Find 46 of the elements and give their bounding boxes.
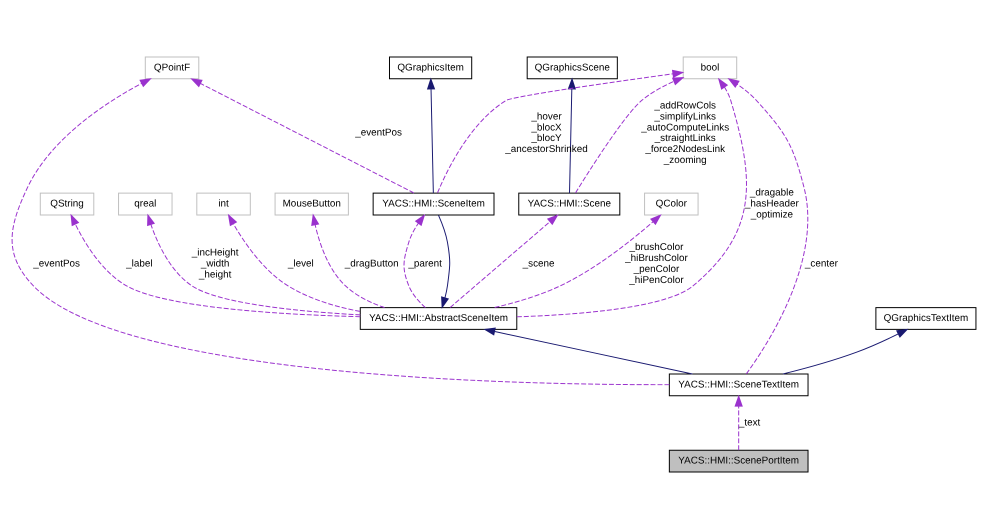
arrow <box>437 70 684 194</box>
arrow <box>483 328 693 374</box>
arrow <box>516 78 747 318</box>
node-box: QGraphicsScene <box>526 56 618 80</box>
arrow <box>782 328 909 374</box>
edge-label: _dragButton <box>344 258 399 270</box>
node-box: MouseButton <box>274 192 349 216</box>
node-box: bool <box>682 56 738 80</box>
arrow <box>70 214 361 318</box>
arrow <box>568 78 576 194</box>
arrow <box>734 394 743 451</box>
node-box: YACS::HMI::SceneTextItem <box>668 373 809 396</box>
node-box: int <box>196 192 251 216</box>
edge-label: _addRowCols _simplifyLinks _autoComputeLinks _straightLinks _force2NodesLink _zooming <box>641 100 730 166</box>
arrow <box>311 214 386 308</box>
arrow <box>727 78 808 374</box>
arrow <box>450 214 559 308</box>
node-box: YACS::HMI::AbstractSceneItem <box>360 307 518 330</box>
arrow <box>228 214 360 312</box>
edge-label: _eventPos <box>33 258 80 270</box>
edge-label: _label <box>126 258 153 270</box>
node-box: QPointF <box>144 56 200 80</box>
edge-label: _scene <box>522 258 555 270</box>
edge-label: _level <box>288 258 314 270</box>
arrow <box>147 214 361 316</box>
node-box: YACS::HMI::SceneItem <box>372 192 494 216</box>
node-box: YACS::HMI::ScenePortItem <box>668 450 809 473</box>
edge-label: _brushColor _hiBrushColor _penColor _hiPenColor <box>625 242 688 286</box>
arrow <box>190 78 414 194</box>
node-box: QColor <box>644 192 699 216</box>
node-box: QGraphicsItem <box>389 56 472 80</box>
edge-label: _text <box>738 417 760 428</box>
edge-label: _center <box>804 258 838 270</box>
edge-label: _incHeight _width _height <box>192 248 239 280</box>
node-box: QGraphicsTextItem <box>875 307 976 330</box>
arrow <box>575 76 684 194</box>
node-box: YACS::HMI::Scene <box>518 192 620 216</box>
arrow <box>404 214 426 308</box>
arrow <box>438 214 450 309</box>
arrow <box>12 78 670 386</box>
arrow <box>494 214 662 308</box>
edge-label: _parent <box>408 258 442 270</box>
node-box: QString <box>40 192 94 216</box>
edge-label: _eventPos <box>355 128 402 139</box>
arrow <box>426 78 436 194</box>
node-box: qreal <box>118 192 173 216</box>
